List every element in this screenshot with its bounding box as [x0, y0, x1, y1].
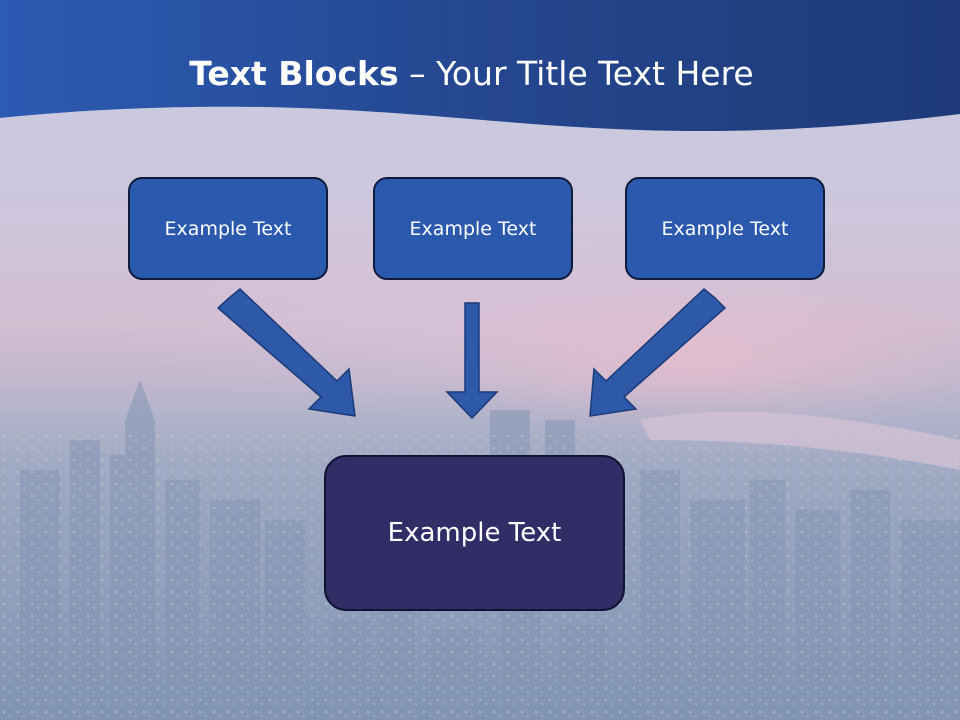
bottom-box[interactable]: Example Text: [324, 455, 625, 611]
top-box-left[interactable]: Example Text: [128, 177, 328, 280]
title-band: [0, 0, 960, 132]
top-box-right-label: Example Text: [661, 217, 789, 240]
bottom-box-label: Example Text: [387, 518, 562, 548]
top-box-left-label: Example Text: [164, 217, 292, 240]
top-box-right[interactable]: Example Text: [625, 177, 825, 280]
title-rest-text: Your Title Text Here: [436, 54, 754, 93]
title-dash: –: [409, 54, 426, 93]
top-box-center-label: Example Text: [409, 217, 537, 240]
title-bold-text: Text Blocks: [189, 54, 399, 93]
top-box-center[interactable]: Example Text: [373, 177, 573, 280]
slide-title: Text Blocks – Your Title Text Here: [0, 54, 943, 94]
